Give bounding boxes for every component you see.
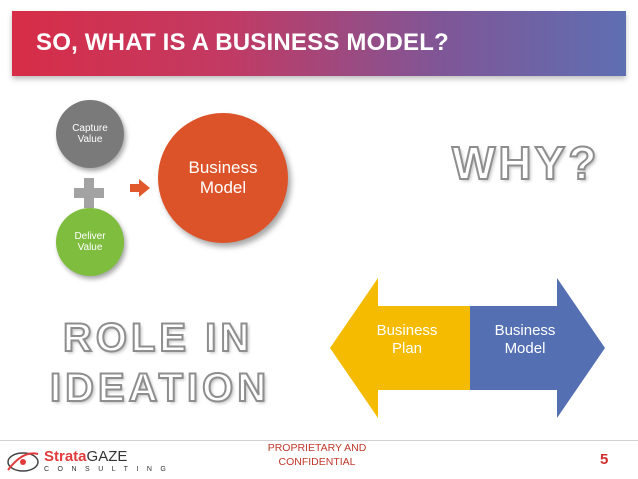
business-plan-arrow: [330, 278, 470, 418]
title-banner: SO, WHAT IS A BUSINESS MODEL?: [12, 11, 626, 76]
why-heading: WHY?: [451, 137, 600, 189]
logo-gaze-text: GAZE: [86, 448, 128, 465]
footer-divider: [0, 440, 638, 441]
plan-model-arrows: [330, 278, 605, 418]
confidential-notice: PROPRIETARY AND CONFIDENTIAL: [267, 442, 367, 469]
page-number: 5: [600, 451, 609, 468]
capture-value-circle: Capture Value: [56, 100, 124, 168]
logo-strata-text: Strata: [44, 448, 87, 465]
business-model-arrow: [470, 278, 605, 418]
logo-eye-icon: [7, 452, 39, 472]
business-model-label: Business Model: [494, 322, 556, 357]
ideation-heading: IDEATION: [49, 366, 271, 410]
business-plan-label: Business Plan: [376, 322, 438, 357]
arrow-right-icon: [130, 179, 150, 197]
company-logo: StrataGAZE CONSULTING: [6, 448, 166, 476]
business-model-circle: Business Model: [158, 113, 288, 243]
logo-consulting-text: CONSULTING: [44, 466, 175, 473]
plus-icon: [74, 178, 104, 208]
slide-title: SO, WHAT IS A BUSINESS MODEL?: [36, 29, 449, 56]
deliver-value-circle: Deliver Value: [56, 208, 124, 276]
role-in-heading: ROLE IN: [62, 316, 254, 360]
